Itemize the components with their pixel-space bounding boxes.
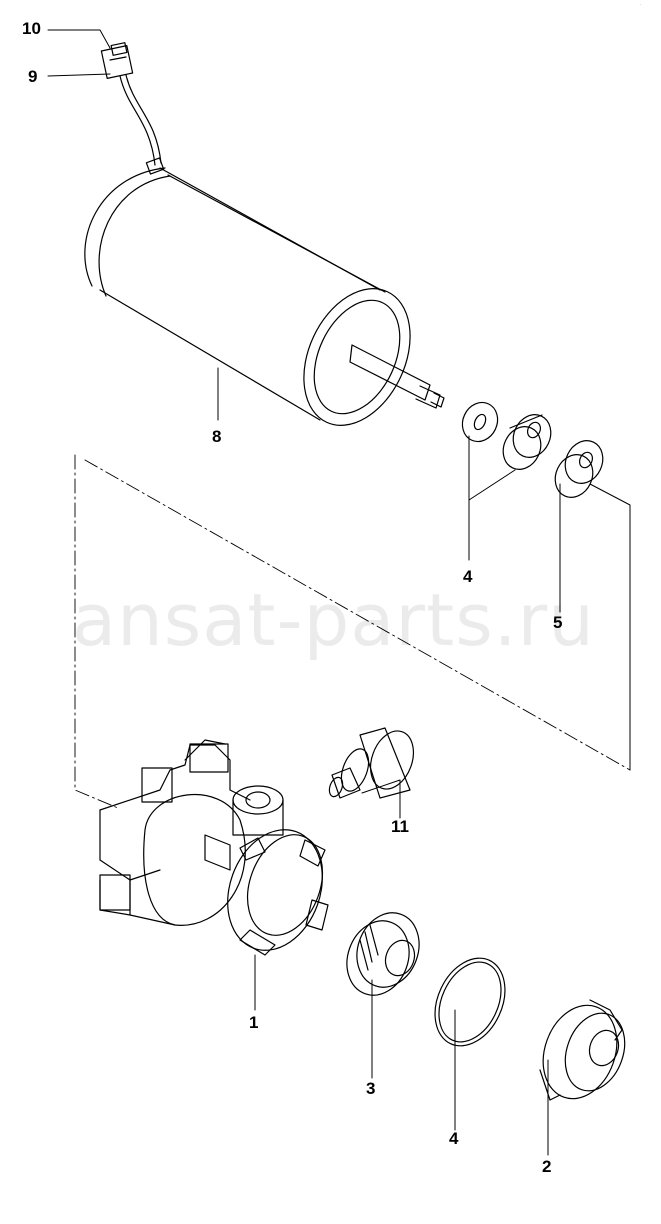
leader-lines — [47, 29, 631, 1156]
corner-mark: · — [639, 2, 641, 8]
connector-plug — [100, 42, 134, 79]
assembly-axis-lines — [74, 454, 631, 809]
part-label-1: 1 — [249, 1013, 259, 1032]
part-label-4-oring: 4 — [449, 1129, 459, 1148]
pressure-valve-part — [328, 727, 415, 799]
bushing-5 — [554, 440, 604, 498]
part-label-10: 10 — [22, 19, 41, 38]
part-label-3: 3 — [366, 1079, 376, 1098]
part-label-2: 2 — [542, 1157, 552, 1176]
impeller — [346, 912, 420, 996]
part-label-9: 9 — [28, 67, 38, 86]
part-label-8: 8 — [212, 427, 222, 446]
o-ring — [434, 957, 506, 1047]
part-label-11: 11 — [391, 817, 409, 836]
watermark-text: ansat-parts.ru — [72, 578, 595, 662]
pump-housing — [99, 739, 329, 956]
bushing-4 — [502, 414, 552, 470]
pump-cover — [539, 999, 626, 1101]
electric-motor — [84, 167, 445, 426]
washer — [461, 401, 499, 443]
part-label-4-washer: 4 — [463, 567, 473, 586]
motor-cable — [119, 74, 165, 175]
part-label-5: 5 — [553, 613, 563, 632]
